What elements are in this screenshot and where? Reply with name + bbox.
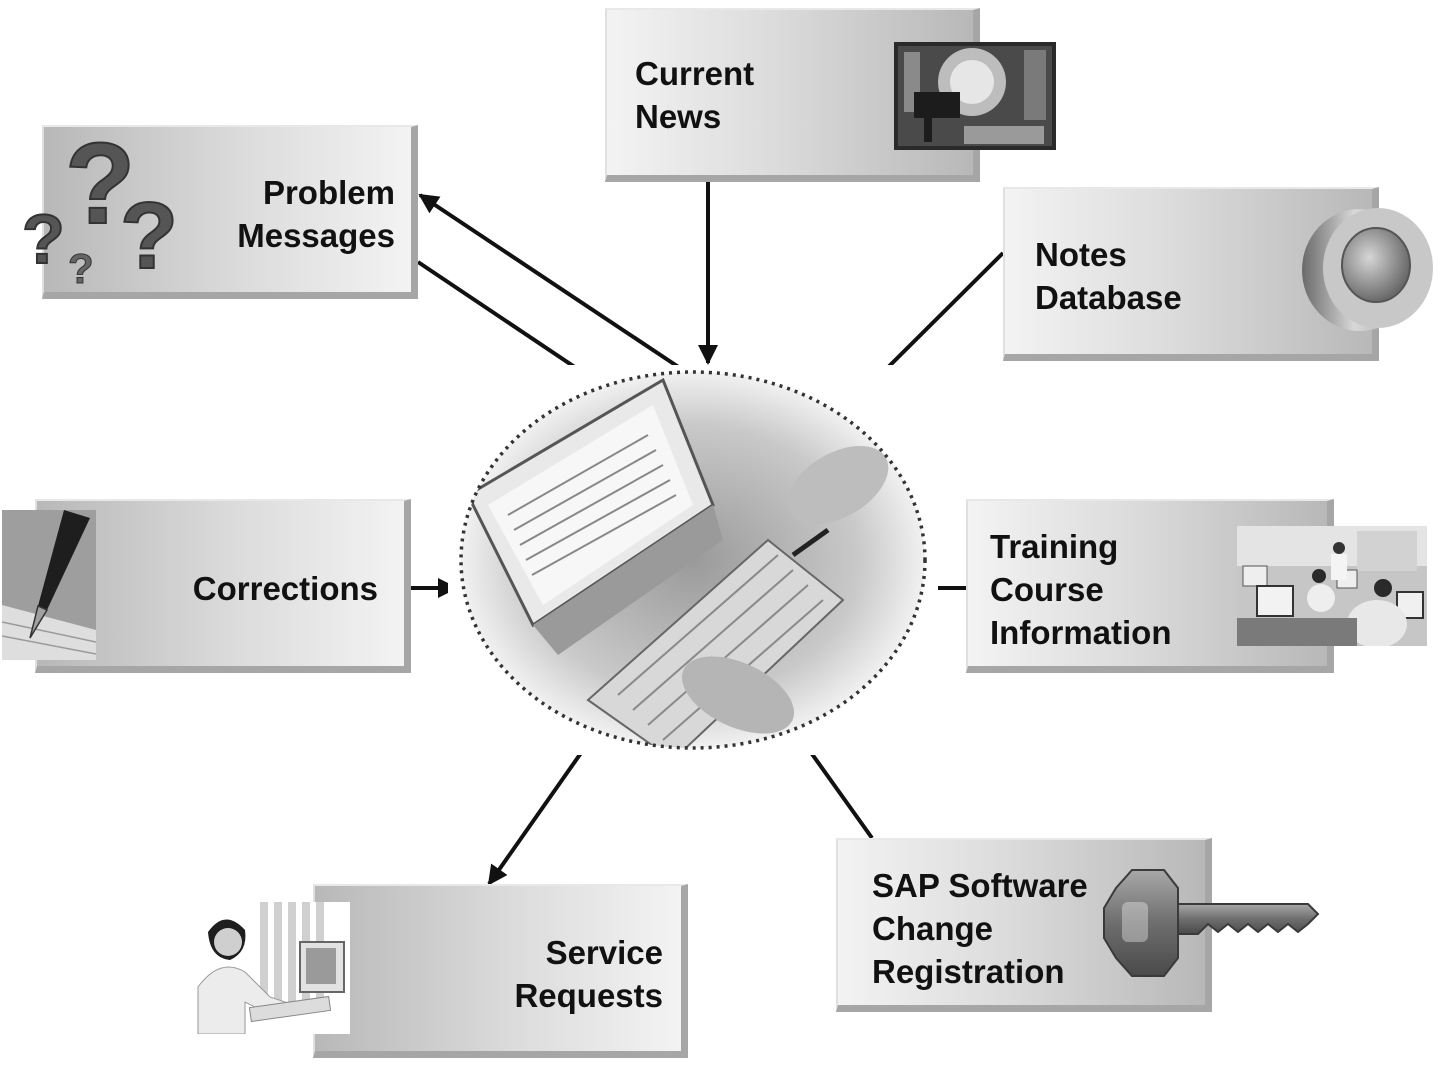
arrow-problem-messages-to-center: [416, 260, 602, 386]
notes-database-label: Notes Database: [1035, 236, 1182, 316]
key-icon: [1103, 869, 1320, 977]
database-cylinder-icon: [1302, 208, 1433, 331]
corrections-label: Corrections: [192, 570, 378, 607]
computer-keyboard-photo-icon: [448, 365, 938, 755]
corrections-box: Corrections: [35, 499, 411, 673]
training-course-label: Training Course Information: [990, 528, 1172, 651]
sap-registration-box: SAP Software Change Registration: [836, 838, 1212, 1012]
current-news-box: Current News: [605, 8, 980, 182]
svg-text:?: ?: [120, 183, 178, 288]
service-requests-label: Service Requests: [514, 934, 663, 1014]
arrow-center-to-problem-messages: [418, 193, 682, 370]
svg-text:?: ?: [22, 200, 65, 278]
svg-text:?: ?: [65, 128, 135, 248]
service-requests-box: Service Requests: [313, 884, 688, 1058]
problem-messages-box: Problem Messages: [42, 125, 418, 299]
fountain-pen-photo-icon: [2, 510, 96, 660]
question-marks-icon: ? ? ? ?: [21, 128, 179, 288]
computer-classroom-photo-icon: [1237, 526, 1427, 646]
current-news-label: Current News: [635, 55, 755, 135]
sap-registration-label: SAP Software Change Registration: [872, 867, 1088, 990]
broadcast-studio-photo-icon: [894, 42, 1056, 150]
support-agent-photo-icon: [190, 902, 350, 1034]
problem-messages-label: Problem Messages: [237, 174, 395, 254]
svg-text:?: ?: [68, 245, 94, 288]
arrow-center-to-service-requests: [487, 741, 590, 886]
